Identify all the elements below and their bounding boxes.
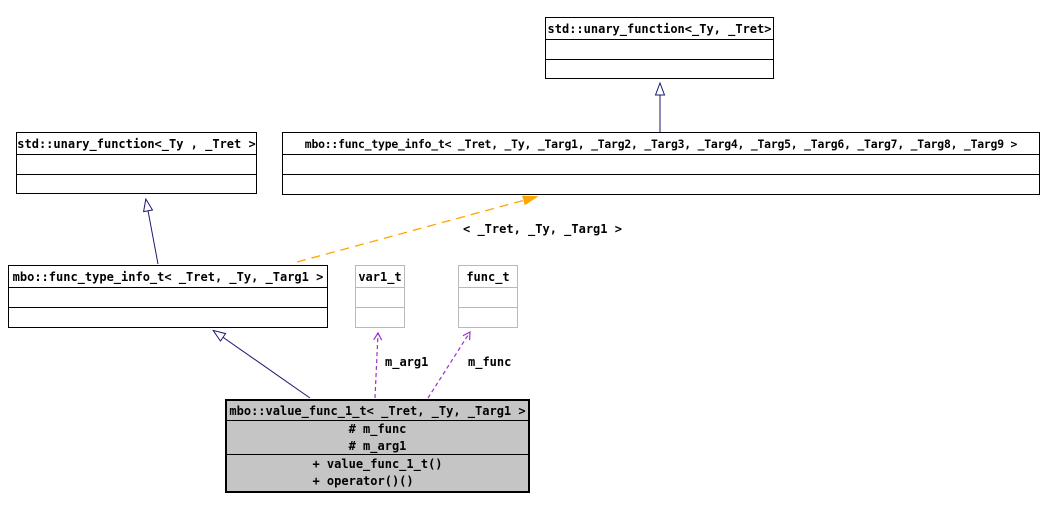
inheritance-arrow-value-func-to-func-type-info-1 [214,331,311,399]
usage-arrow-m-arg1 [373,331,383,399]
attributes-compartment: # m_func # m_arg1 [227,420,528,454]
attributes-compartment [356,287,404,307]
methods-compartment [356,307,404,327]
attributes-compartment [17,154,256,174]
attributes-compartment [9,287,327,307]
methods-compartment [17,173,256,194]
edge-label-m-func: m_func [468,355,512,369]
method-value-func-1-t: + value_func_1_t() [312,457,443,471]
method-operator-call: + operator()() [312,474,414,488]
class-title: mbo::func_type_info_t< _Tret, _Ty, _Targ… [12,269,324,284]
attributes-compartment [546,39,773,59]
class-box-value-func-1-t: mbo::value_func_1_t< _Tret, _Ty, _Targ1 … [225,399,530,493]
attribute-m-func: # m_func [348,421,407,436]
class-title: std::unary_function<_Ty , _Tret > [17,136,256,151]
class-box-func-type-info-t-1arg[interactable]: mbo::func_type_info_t< _Tret, _Ty, _Targ… [8,265,328,328]
methods-compartment [459,307,517,327]
attribute-m-arg1: # m_arg1 [348,438,407,453]
class-box-func-type-info-t-9args[interactable]: mbo::func_type_info_t< _Tret, _Ty, _Targ… [282,132,1040,195]
class-title: var1_t [358,269,402,284]
class-box-std-unary-function-2[interactable]: std::unary_function<_Ty , _Tret > [16,132,257,194]
inheritance-arrow-func-type-info-1-to-std-unary [146,200,159,265]
methods-compartment [546,58,773,79]
edge-label-template-args: < _Tret, _Ty, _Targ1 > [463,222,622,236]
attributes-compartment [283,154,1039,174]
edge-label-m-arg1: m_arg1 [385,355,429,369]
class-title: mbo::value_func_1_t< _Tret, _Ty, _Targ1 … [229,403,526,418]
class-title: std::unary_function<_Ty, _Tret> [547,21,772,36]
class-box-std-unary-function[interactable]: std::unary_function<_Ty, _Tret> [545,17,774,79]
usage-arrow-m-func [427,330,471,399]
class-box-func-t: func_t [458,265,518,328]
class-box-var1-t: var1_t [355,265,405,328]
methods-compartment: + value_func_1_t() + operator()() [227,454,528,491]
attributes-compartment [459,287,517,307]
class-title: func_t [466,269,510,284]
class-title: mbo::func_type_info_t< _Tret, _Ty, _Targ… [304,136,1018,151]
methods-compartment [283,174,1039,194]
methods-compartment [9,307,327,327]
